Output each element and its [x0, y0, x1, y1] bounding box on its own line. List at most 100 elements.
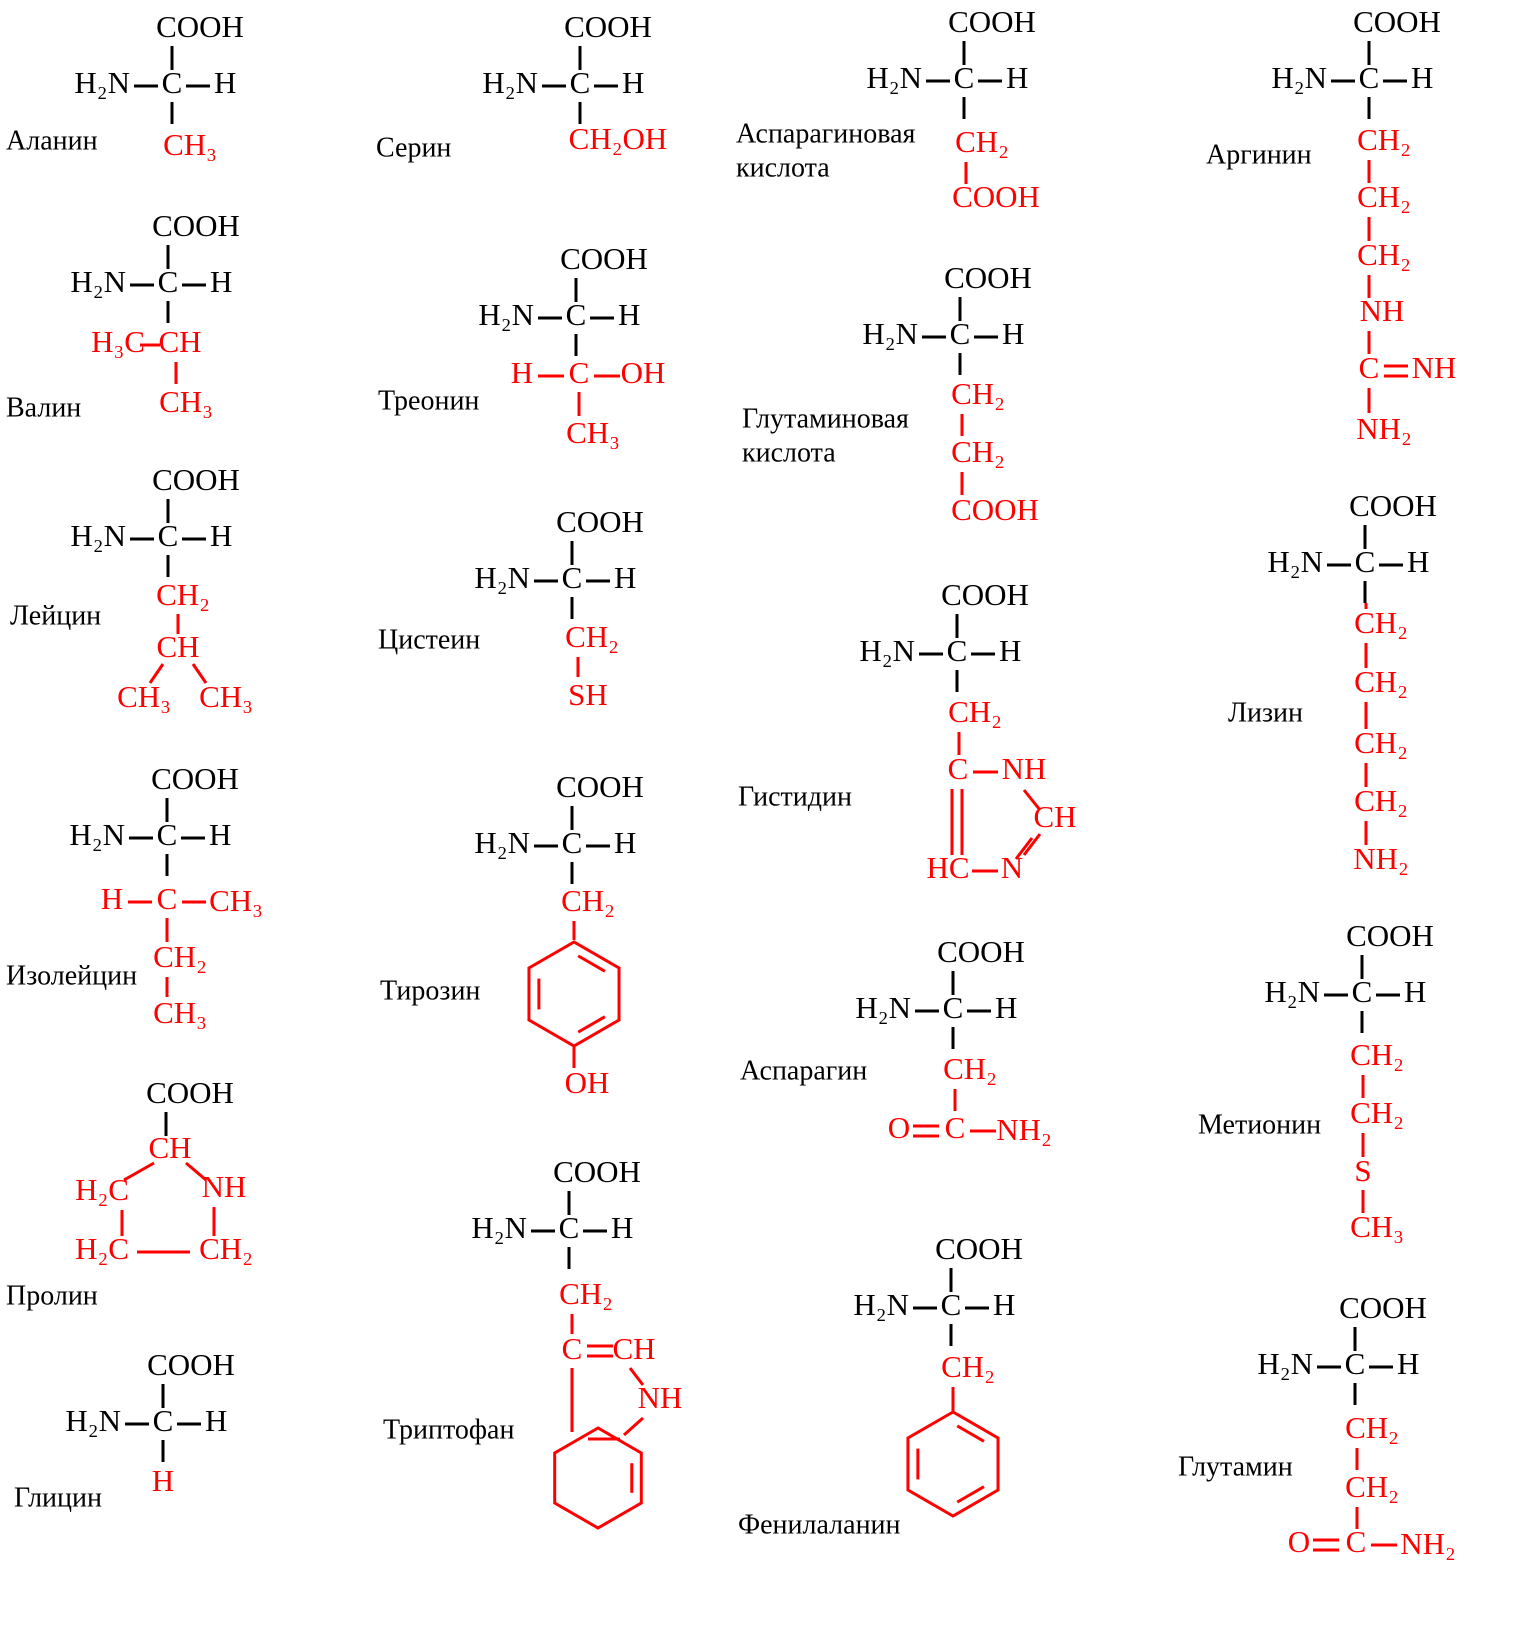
bond — [628, 1367, 645, 1386]
alpha-carbon: C — [158, 264, 179, 299]
carboxyl-group: COOH — [1353, 4, 1441, 39]
alpha-hydrogen: H — [210, 518, 232, 553]
amino-acid-name: Валин — [6, 392, 81, 423]
amino-group: H₂N — [478, 297, 534, 332]
amino-acid-name: Лизин — [1228, 697, 1303, 728]
side-chain-group: CH₂ — [1354, 725, 1408, 760]
side-chain-group: CH — [612, 1331, 655, 1366]
side-chain-group: CH — [148, 1130, 191, 1165]
bond — [148, 663, 165, 684]
side-chain-group: CH₃ — [163, 127, 217, 162]
alpha-hydrogen: H — [999, 633, 1021, 668]
alpha-carbon: C — [162, 65, 183, 100]
alpha-hydrogen: H — [993, 1287, 1015, 1322]
side-chain-group: NH₂ — [996, 1112, 1052, 1147]
alpha-hydrogen: H — [611, 1210, 633, 1245]
amino-acid-name: Триптофан — [383, 1414, 514, 1445]
side-chain-group: CH₂ — [955, 124, 1009, 159]
side-chain-group: COOH — [952, 179, 1040, 214]
amino-group: H₂N — [859, 633, 915, 668]
alpha-carbon: C — [1355, 544, 1376, 579]
side-chain-group: CH₂ — [1345, 1469, 1399, 1504]
amino-group: H₂N — [69, 817, 125, 852]
benzene-ring — [527, 940, 621, 1048]
carboxyl-group: COOH — [1346, 918, 1434, 953]
side-chain-group: H₂C — [75, 1231, 129, 1266]
alpha-hydrogen: H — [205, 1403, 227, 1438]
carboxyl-group: COOH — [151, 761, 239, 796]
side-chain-group: CH₂ — [1357, 237, 1411, 272]
side-chain-group: C — [948, 751, 969, 786]
amino-group: H₂N — [70, 264, 126, 299]
double-bond-line — [956, 1485, 985, 1504]
alpha-hydrogen: H — [1002, 316, 1024, 351]
side-chain-group: C — [1346, 1524, 1367, 1559]
alpha-hydrogen: H — [1407, 544, 1429, 579]
carboxyl-group: COOH — [560, 241, 648, 276]
amino-group: H₂N — [855, 990, 911, 1025]
amino-group: H₂N — [862, 316, 918, 351]
alpha-carbon: C — [559, 1210, 580, 1245]
alpha-carbon: C — [157, 817, 178, 852]
amino-group: H₂N — [1271, 60, 1327, 95]
side-chain-group: NH — [638, 1380, 683, 1415]
side-chain-group: H₃C — [91, 324, 145, 359]
amino-acid-name: кислота — [742, 437, 836, 468]
carboxyl-group: COOH — [564, 9, 652, 44]
side-chain-group: CH₂ — [199, 1231, 253, 1266]
side-chain-group: C — [569, 355, 590, 390]
side-chain-group: C — [157, 881, 178, 916]
alpha-hydrogen: H — [210, 264, 232, 299]
alpha-hydrogen: H — [622, 65, 644, 100]
side-chain-group: CH — [1033, 799, 1076, 834]
alpha-carbon: C — [158, 518, 179, 553]
alpha-carbon: C — [1345, 1346, 1366, 1381]
side-chain-group: H — [511, 355, 533, 390]
side-chain-group: H — [152, 1463, 174, 1498]
amino-group: H₂N — [1257, 1346, 1313, 1381]
side-chain-group: CH₂ — [1357, 179, 1411, 214]
benzene-ring — [906, 1410, 1000, 1518]
alpha-hydrogen: H — [1411, 60, 1433, 95]
amino-group: H₂N — [474, 560, 530, 595]
alpha-hydrogen: H — [1404, 974, 1426, 1009]
side-chain-group: COOH — [951, 492, 1039, 527]
amino-acid-name: Пролин — [6, 1280, 98, 1311]
side-chain-group: CH₂OH — [569, 121, 668, 156]
carboxyl-group: COOH — [944, 260, 1032, 295]
double-bond-line — [577, 954, 606, 973]
carboxyl-group: COOH — [146, 1075, 234, 1110]
amino-group: H₂N — [74, 65, 130, 100]
side-chain-group: OH — [621, 355, 666, 390]
amino-acid-name: Треонин — [378, 385, 479, 416]
amino-group: H₂N — [70, 518, 126, 553]
carboxyl-group: COOH — [553, 1154, 641, 1189]
side-chain-group: CH₂ — [941, 1349, 995, 1384]
amino-group: H₂N — [471, 1210, 527, 1245]
amino-acid-name: Гистидин — [738, 781, 852, 812]
side-chain-group: NH — [1360, 293, 1405, 328]
amino-acid-name: Цистеин — [378, 624, 480, 655]
bond — [1022, 789, 1042, 811]
side-chain-group: NH₂ — [1353, 841, 1409, 876]
carboxyl-group: COOH — [156, 9, 244, 44]
side-chain-group: O — [888, 1110, 910, 1145]
amino-acid-name: Изолейцин — [6, 960, 137, 991]
side-chain-group: CH₂ — [951, 434, 1005, 469]
side-chain-group: CH₂ — [951, 376, 1005, 411]
amino-group: H₂N — [65, 1403, 121, 1438]
amino-group: H₂N — [1264, 974, 1320, 1009]
